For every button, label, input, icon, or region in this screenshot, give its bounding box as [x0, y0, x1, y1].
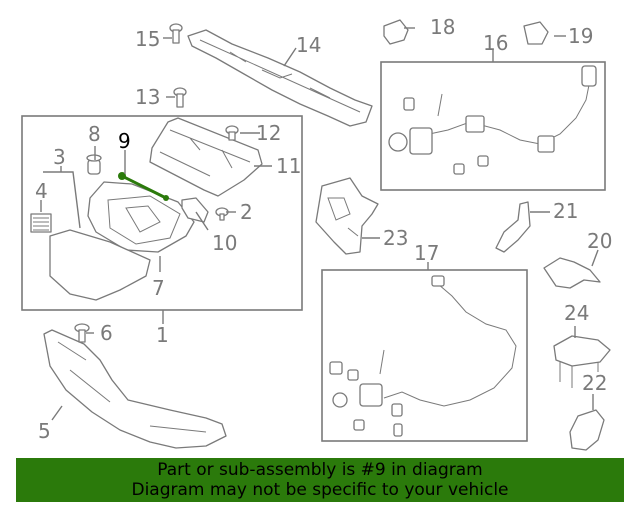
callout-labels: 15 14 13 18 19 16 12 11 8 9 3 4 2 10 7 1… [35, 15, 612, 443]
part-18-clip [383, 19, 409, 45]
banner-line-1: Part or sub-assembly is #9 in diagram [157, 460, 483, 480]
part-14-support-cover [187, 29, 373, 127]
part-21-bracket [495, 201, 531, 253]
assembly-box-17 [321, 269, 528, 442]
callout-23: 23 [383, 226, 408, 250]
part-10-bracket [181, 197, 209, 223]
part-24-bracket [553, 335, 611, 388]
part-8-clip [86, 154, 102, 175]
part-2-clip [215, 207, 229, 221]
callout-5: 5 [38, 419, 51, 443]
leader-lines [40, 27, 599, 421]
callout-18: 18 [430, 15, 455, 39]
part-9-highlighted [118, 172, 169, 201]
part-4-label [30, 213, 52, 233]
callout-24: 24 [564, 301, 589, 325]
part-5-shield [43, 329, 227, 449]
callout-22: 22 [582, 371, 607, 395]
part-22-bracket [569, 409, 605, 451]
callout-8: 8 [88, 122, 101, 146]
part-20-bracket [543, 257, 601, 289]
assembly-box-16 [380, 61, 606, 191]
callout-16: 16 [483, 31, 508, 55]
callout-1: 1 [156, 323, 169, 347]
callout-6: 6 [100, 321, 113, 345]
callout-9: 9 [118, 129, 131, 153]
part-16-harness [388, 65, 597, 175]
callout-20: 20 [587, 229, 612, 253]
part-19-clip [523, 21, 549, 45]
banner-line-2: Diagram may not be specific to your vehi… [131, 480, 509, 500]
callout-19: 19 [568, 24, 593, 48]
info-banner: Part or sub-assembly is #9 in diagram Di… [16, 458, 624, 502]
part-17-harness [329, 275, 517, 437]
callout-21: 21 [553, 199, 578, 223]
callout-2: 2 [240, 200, 253, 224]
assembly-box-1 [21, 115, 303, 311]
part-12-bolt [225, 125, 239, 141]
callout-12: 12 [256, 121, 281, 145]
callout-15: 15 [135, 27, 160, 51]
part-23-bracket [315, 177, 379, 255]
part-6-clip [74, 323, 90, 343]
callout-10: 10 [212, 231, 237, 255]
part-13-bolt [173, 87, 187, 108]
callout-17: 17 [414, 241, 439, 265]
callout-3: 3 [53, 145, 66, 169]
part-15-bolt [169, 23, 183, 44]
callout-14: 14 [296, 33, 321, 57]
part-11-bracket [149, 117, 263, 197]
callout-7: 7 [152, 276, 165, 300]
callout-13: 13 [135, 85, 160, 109]
callout-4: 4 [35, 179, 48, 203]
part-3-cover-panel [49, 229, 151, 301]
callout-11: 11 [276, 154, 301, 178]
